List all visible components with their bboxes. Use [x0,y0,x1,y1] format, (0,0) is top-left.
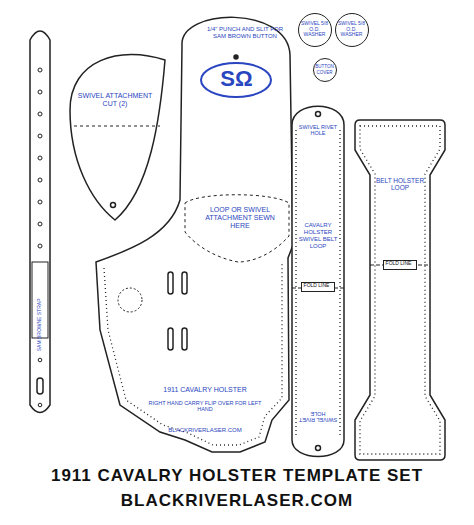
swivel-belt-loop-piece: SWIVEL RIVET HOLE CAVALRY HOLSTER SWIVEL … [292,98,344,460]
rivet-hole [111,203,116,208]
fold-line-label: FOLD LINE [383,260,417,270]
punch-hole [234,55,238,59]
strap-hole [38,90,42,94]
strap-hole [38,200,42,204]
piece-label: BUTTON COVER [314,64,336,74]
strap-hole [38,178,42,182]
strap-slot [37,378,43,394]
cutout-circle [118,288,142,312]
strap-hole [38,358,42,362]
slot [168,272,173,294]
piece-label: SWIVEL RIVET HOLE [298,410,338,423]
swivel-attachment-outline [70,54,165,220]
fold-label: FOLD LINE [301,283,333,289]
strap-hole [38,112,42,116]
fold-line-label: FOLD LINE [301,282,335,292]
logo-oval: SΩ [200,62,272,98]
belt-holster-loop-piece: BELT HOLSTER LOOP FOLD LINE [355,115,445,460]
washer: SWIVEL 5/8 O.D. WASHER [335,13,369,47]
strap-piece: SAM BROWNE STRAP [28,28,52,418]
cut-line [74,126,160,127]
piece-label: SWIVEL 5/8 O.D. WASHER [300,21,330,38]
strap-hole [38,134,42,138]
piece-label: SWIVEL RIVET HOLE [298,124,338,137]
rivet-hole [316,112,321,117]
rivet-hole [316,446,321,451]
piece-label: SAM BROWNE STRAP [37,285,43,365]
strap-hole [38,222,42,226]
belt-loop-outline [355,120,445,460]
swivel-attachment-piece: SWIVEL ATTACHMENT CUT (2) [65,50,165,220]
strap-hole [38,68,42,72]
strap-hole [38,403,42,407]
holster-outline [96,17,293,452]
holster-piece: 1/4" PUNCH AND SLIT FOR SAM BROWN BUTTON… [95,10,295,455]
stitch-line [296,130,340,436]
piece-label: CAVALRY HOLSTER SWIVEL BELT LOOP [298,222,338,250]
slot [182,328,187,350]
piece-label: SWIVEL ATTACHMENT CUT (2) [75,92,155,108]
washer: SWIVEL 5/8 O.D. WASHER [298,13,332,47]
stitch-line [360,126,440,454]
piece-label: 1/4" PUNCH AND SLIT FOR SAM BROWN BUTTON [200,26,290,40]
sheet-caption: BLACKRIVERLASER.COM [0,491,474,511]
sheet-title: 1911 CAVALRY HOLSTER TEMPLATE SET [0,466,474,486]
piece-label: LOOP OR SWIVEL ATTACHMENT SEWN HERE [195,206,285,230]
strap-hole [38,156,42,160]
piece-label: 1911 CAVALRY HOLSTER [135,386,275,394]
attachment-area [185,195,289,262]
stitch-line [104,262,282,445]
piece-label: SWIVEL 5/8 O.D. WASHER [337,21,367,38]
piece-label: BELT HOLSTER LOOP [370,177,430,192]
logo-text: SΩ [201,67,273,91]
piece-label: RIGHT HAND CARRY FLIP OVER FOR LEFT HAND [145,400,265,413]
fold-label: FOLD LINE [383,261,415,267]
slot [168,328,173,350]
strap-hole [38,244,42,248]
strap-outline [30,31,50,413]
swivel-loop-outline [292,106,344,456]
button-cover: BUTTON COVER [313,58,337,82]
piece-label: BLACKRIVERLASER.COM [135,427,275,434]
slot [182,272,187,294]
